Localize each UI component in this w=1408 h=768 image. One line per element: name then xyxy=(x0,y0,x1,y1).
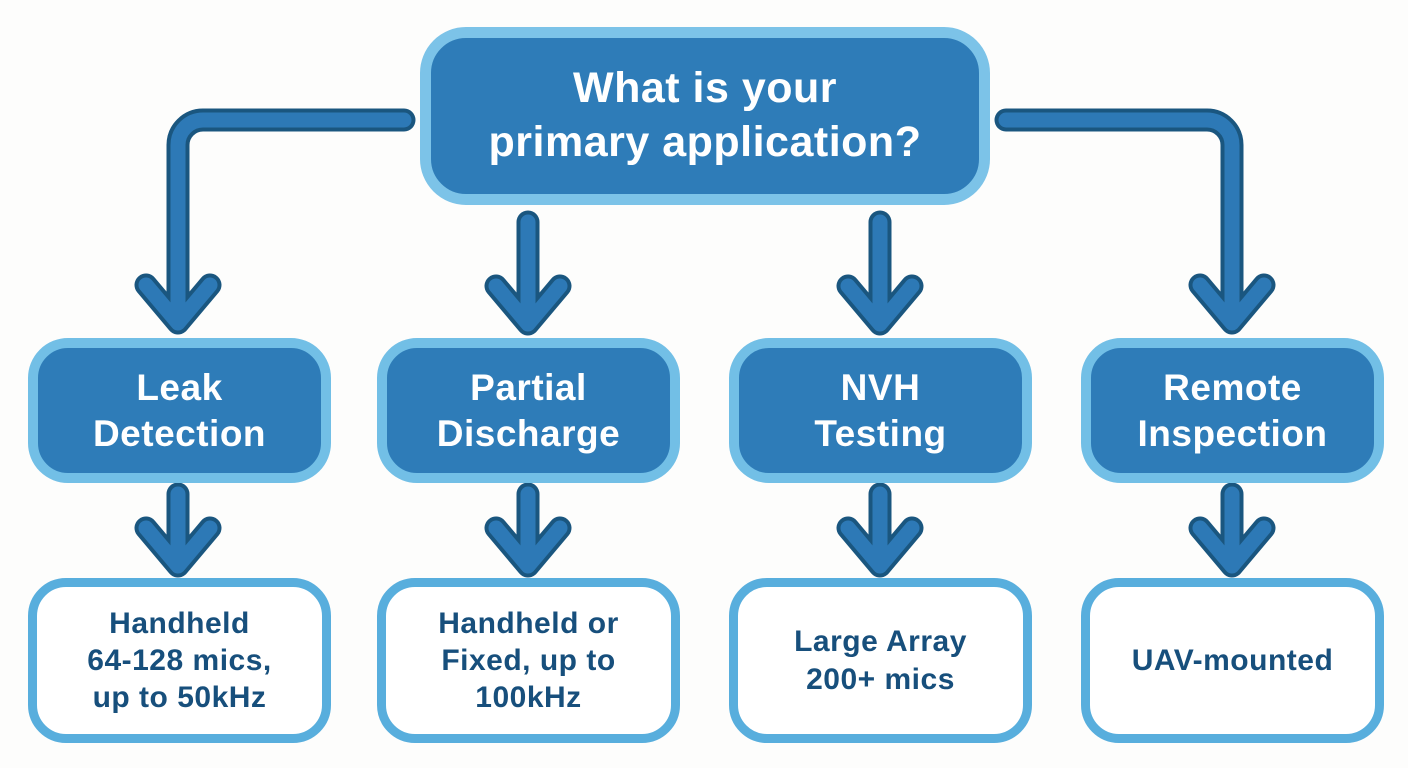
elbow-arrow-right-icon xyxy=(994,108,1276,335)
elbow-arrow-left-icon xyxy=(134,108,416,335)
root-question-box: What is your primary application? xyxy=(420,27,990,205)
category-box-leak-detection: Leak Detection xyxy=(28,338,331,483)
down-arrow-icon xyxy=(836,210,924,336)
result-label: Handheld or Fixed, up to 100kHz xyxy=(438,606,619,715)
category-box-remote-inspection: Remote Inspection xyxy=(1081,338,1384,483)
result-label: UAV-mounted xyxy=(1131,643,1334,677)
result-label: Handheld 64-128 mics, up to 50kHz xyxy=(87,606,272,715)
down-arrow-icon xyxy=(1188,482,1276,578)
down-arrow-icon xyxy=(836,482,924,578)
root-question-label: What is your primary application? xyxy=(488,64,922,166)
result-label: Large Array 200+ mics xyxy=(794,625,967,696)
down-arrow-icon xyxy=(484,482,572,578)
down-arrow-icon xyxy=(484,210,572,336)
result-box-leak-detection: Handheld 64-128 mics, up to 50kHz xyxy=(28,578,331,743)
category-box-partial-discharge: Partial Discharge xyxy=(377,338,680,483)
down-arrow-icon xyxy=(134,482,222,578)
category-label: Remote Inspection xyxy=(1137,366,1328,454)
category-label: NVH Testing xyxy=(814,366,947,454)
category-label: Partial Discharge xyxy=(436,366,621,454)
result-box-nvh-testing: Large Array 200+ mics xyxy=(729,578,1032,743)
category-label: Leak Detection xyxy=(92,366,267,454)
result-box-partial-discharge: Handheld or Fixed, up to 100kHz xyxy=(377,578,680,743)
category-box-nvh-testing: NVH Testing xyxy=(729,338,1032,483)
result-box-remote-inspection: UAV-mounted xyxy=(1081,578,1384,743)
